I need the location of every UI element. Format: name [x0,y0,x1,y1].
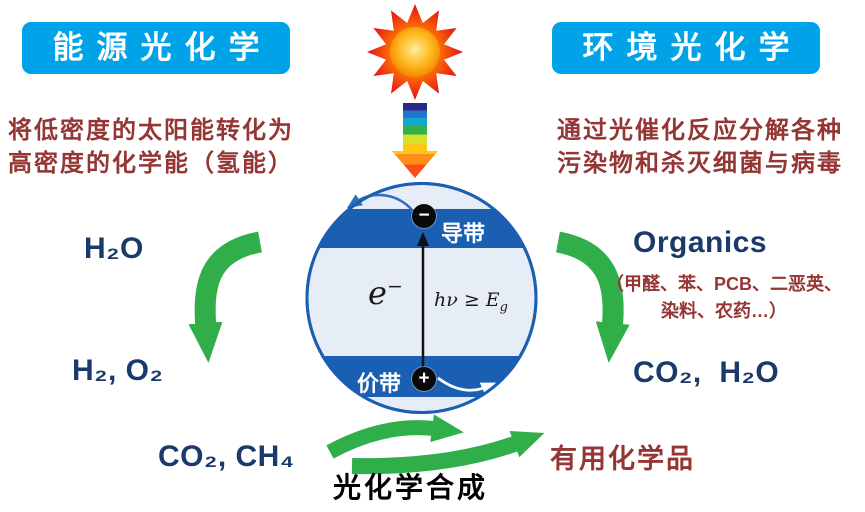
hole-transfer-arrow [437,376,497,395]
header-energy-photochemistry: 能源光化学 [22,22,290,74]
sun-icon [367,4,463,100]
organics-detail-line1: （甲醛、苯、PCB、二恶英、 [605,274,842,294]
particle-outline [305,182,538,414]
synthesis-arrow-upper [326,414,464,459]
synthesis-arrow-lower [351,430,545,475]
energy-description-line2: 高密度的化学能（氢能） [8,150,294,177]
useful-chemicals-label: 有用化学品 [550,444,695,474]
photon-condition-subscript: g [499,299,508,315]
header-environment-photochemistry: 环境光化学 [552,22,820,74]
organics-detail-line2: 染料、农药…） [661,301,787,321]
degradation-arrow [555,231,630,363]
water-input-label: H₂O [84,232,144,265]
spectrum-arrow-icon [392,103,438,178]
environment-description-line1: 通过光催化反应分解各种 [557,117,843,144]
conduction-band-label: 导带 [441,221,486,246]
co2-h2o-output-label: CO₂, H₂O [633,356,780,389]
electron-superscript: − [386,275,403,298]
hole-badge: + [412,367,436,391]
electron-label: e− [368,274,403,312]
co2-ch4-input-label: CO₂, CH₄ [158,440,295,473]
energy-description-line1: 将低密度的太阳能转化为 [8,117,294,144]
environment-description-line2: 污染物和杀灭细菌与病毒 [557,150,843,177]
hydrogen-oxygen-output-label: H₂, O₂ [72,354,164,387]
electron-badge: − [412,204,436,228]
photochemical-synthesis-label: 光化学合成 [333,472,489,503]
electron-base: e [368,274,387,312]
valence-band-label: 价带 [357,371,402,396]
water-splitting-arrow [188,231,263,363]
sun-core [390,27,440,77]
photon-condition-label: hν ≥ Eg [434,289,508,315]
organics-input-label: Organics [633,226,768,259]
photon-condition-base: hν ≥ E [434,289,500,311]
